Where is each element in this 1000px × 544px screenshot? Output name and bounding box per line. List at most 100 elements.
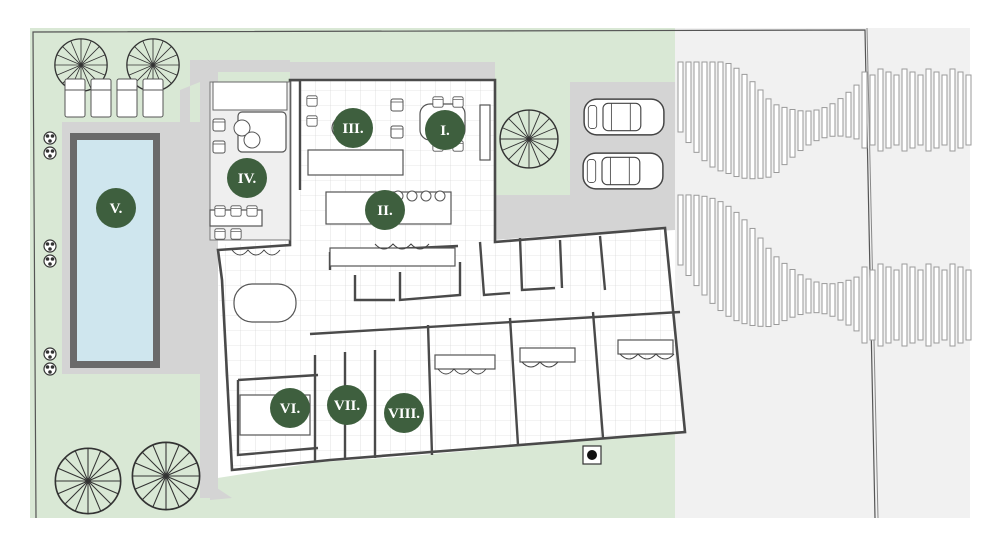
room-marker-2[interactable]: II. — [365, 190, 405, 230]
hedge-bar — [829, 103, 836, 137]
hedge-bar — [885, 266, 892, 344]
hedge-bar — [701, 61, 708, 162]
hedge-bar — [749, 227, 756, 326]
tree-icon — [499, 109, 559, 169]
garden-light-icon — [43, 347, 57, 361]
hedge-bar — [677, 194, 684, 266]
hedge-bar — [717, 201, 724, 312]
outdoor-kitchen — [212, 81, 288, 111]
room-marker-4[interactable]: IV. — [227, 158, 267, 198]
hedge-bar — [893, 269, 900, 341]
room-marker-5[interactable]: V. — [96, 188, 136, 228]
room-label: III. — [342, 121, 364, 137]
garden-light-icon — [43, 254, 57, 268]
hedge-bar — [845, 279, 852, 326]
hedge-bar — [765, 247, 772, 328]
hedge-bar — [773, 104, 780, 173]
hedge-bar — [885, 71, 892, 149]
car-icon — [582, 152, 664, 190]
hedge-bar — [733, 67, 740, 178]
lawn-south — [205, 432, 685, 518]
room-marker-3[interactable]: III. — [333, 108, 373, 148]
house-floor — [218, 80, 685, 470]
hedge-bar — [965, 269, 972, 341]
room-label: I. — [440, 123, 450, 139]
hedge-bar — [853, 276, 860, 332]
tree-icon — [54, 447, 122, 515]
hedge-bar — [797, 110, 804, 152]
hedge-bar — [965, 74, 972, 146]
hedge-bar — [685, 61, 692, 144]
hedge-bar — [693, 194, 700, 287]
room-label: VIII. — [388, 406, 420, 422]
hedge-bar — [877, 68, 884, 152]
hedge-bar — [957, 266, 964, 344]
room-label: VII. — [334, 398, 361, 414]
hedge-bar — [821, 283, 828, 315]
garden-light-icon — [43, 146, 57, 160]
garden-light-icon — [43, 239, 57, 253]
entry-walk — [210, 62, 495, 82]
hedge-bar — [901, 263, 908, 347]
hedge-bar — [901, 68, 908, 152]
hedge-bar — [949, 263, 956, 347]
room-marker-1[interactable]: I. — [425, 110, 465, 150]
hedge-bar — [725, 62, 732, 174]
hedge-bar — [949, 68, 956, 152]
hedge-bar — [925, 263, 932, 347]
hedge-bar — [877, 263, 884, 347]
hedge-bar — [741, 73, 748, 179]
hedge-bar — [845, 91, 852, 138]
room-marker-7[interactable]: VII. — [327, 385, 367, 425]
hedge-bar — [693, 61, 700, 153]
car-icon — [583, 98, 665, 136]
garden-light-icon — [43, 362, 57, 376]
hedge-bar — [749, 81, 756, 180]
hedge-bar — [781, 262, 788, 322]
room-marker-8[interactable]: VIII. — [384, 393, 424, 433]
hedge-bar — [741, 219, 748, 325]
hedge-bar — [781, 106, 788, 166]
room-marker-6[interactable]: VI. — [270, 388, 310, 428]
hedge-bar — [677, 61, 684, 133]
hedge-bar — [909, 266, 916, 344]
hedge-bar — [813, 281, 820, 314]
hedge-bar — [861, 71, 868, 149]
hedge-bar — [869, 74, 876, 146]
sunlounger-icon — [64, 78, 86, 118]
sunlounger-icon — [90, 78, 112, 118]
room-markers: I. II. III. IV. V. VI. VII. VIII. — [96, 108, 465, 433]
sunlounger-icon — [116, 78, 138, 118]
bbq-icon — [582, 445, 602, 465]
hedge-bar — [757, 237, 764, 327]
hedge-bar — [685, 194, 692, 276]
pool-water — [77, 140, 153, 361]
hedge-bar — [925, 68, 932, 152]
wardrobe-swings — [231, 243, 675, 375]
hedge-bar — [709, 61, 716, 168]
hedge-bar — [933, 71, 940, 149]
hedge-bar — [773, 256, 780, 325]
room-label: II. — [377, 203, 393, 219]
hedge-bar — [933, 266, 940, 344]
room-label: VI. — [280, 401, 301, 417]
room-label: V. — [110, 201, 123, 217]
hedge-bars — [677, 61, 972, 347]
hedge-bar — [789, 268, 796, 318]
hedge-bar — [821, 107, 828, 139]
hedge-bar — [765, 98, 772, 178]
hedge-bar — [789, 108, 796, 158]
hedge-bar — [717, 61, 724, 172]
hedge-bar — [917, 269, 924, 341]
hedge-bar — [829, 283, 836, 317]
hedge-bar — [941, 269, 948, 341]
hedge-bar — [853, 84, 860, 140]
garden-light-icon — [43, 131, 57, 145]
hedge-bar — [861, 266, 868, 344]
sunlounger-icon — [142, 78, 164, 118]
hedge-bar — [837, 98, 844, 137]
hedge-bar — [941, 74, 948, 146]
hedge-bar — [813, 109, 820, 142]
hedge-bar — [701, 195, 708, 296]
